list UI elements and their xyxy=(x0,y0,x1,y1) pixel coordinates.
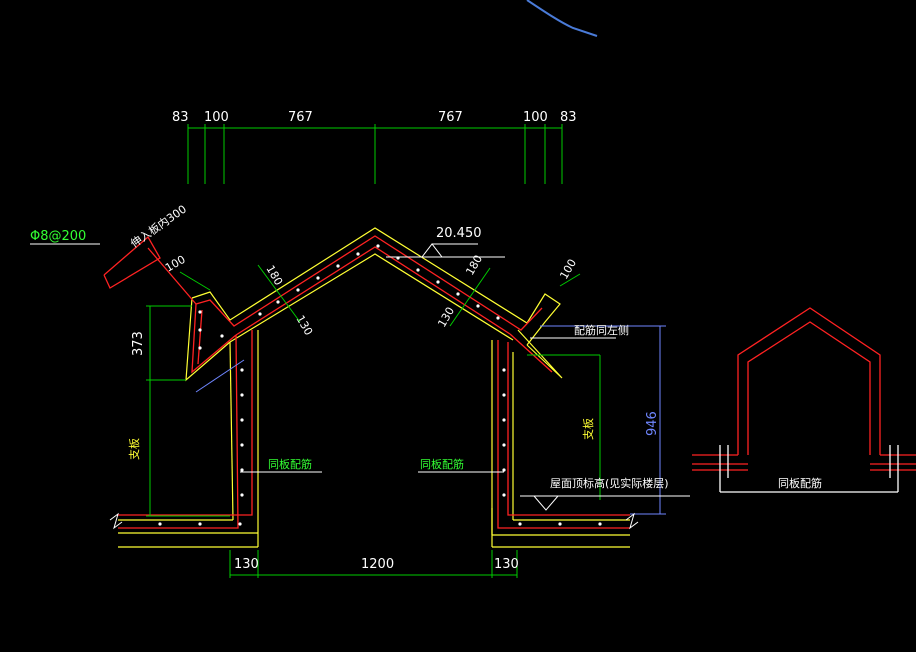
anchor-note-label: 伸入板内300 xyxy=(128,202,189,251)
left-wall-bar-label: 同板配筋 xyxy=(268,457,312,471)
schematic-detail xyxy=(692,307,916,493)
top-dim-5: 100 xyxy=(523,110,548,125)
left-height-dimension xyxy=(146,305,230,517)
bottom-dim-3: 130 xyxy=(494,557,519,572)
top-dim-1: 83 xyxy=(172,110,189,125)
right-vertical-note: 支板 xyxy=(581,418,595,440)
ridge-elevation-marker xyxy=(386,243,505,258)
left-vertical-note: 支板 xyxy=(127,438,141,460)
roof-level-label: 屋面顶标高(见实际楼层) xyxy=(550,476,669,490)
top-dim-6: 83 xyxy=(560,110,577,125)
left-eave-blue-dim xyxy=(195,359,245,393)
stray-line xyxy=(526,0,598,37)
section-outline xyxy=(118,227,630,548)
top-dim-3: 767 xyxy=(288,110,313,125)
left-eave-dim: 100 xyxy=(163,253,188,275)
top-dim-2: 100 xyxy=(204,110,229,125)
top-dim-4: 767 xyxy=(438,110,463,125)
right-height-dimension xyxy=(540,325,666,515)
left-slab-dim-a: 180 xyxy=(263,263,285,288)
left-height-label: 373 xyxy=(131,331,146,356)
right-label: 配筋同左侧 xyxy=(574,323,629,337)
right-vertical-guide xyxy=(527,354,601,500)
right-height-label: 946 xyxy=(645,411,660,436)
bottom-dim-1: 130 xyxy=(234,557,259,572)
right-slab-dim-b: 130 xyxy=(435,305,457,330)
slab-dim-ticks xyxy=(179,264,581,327)
top-dimension-chain xyxy=(187,124,563,184)
bottom-dim-2: 1200 xyxy=(361,557,394,572)
rebar-dots xyxy=(158,244,602,526)
schematic-label: 同板配筋 xyxy=(778,476,822,490)
rebar-spec-label: Φ8@200 xyxy=(30,229,86,244)
bottom-dimension-chain xyxy=(229,550,518,578)
center-bar-label: 同板配筋 xyxy=(420,457,464,471)
right-eave-dim: 100 xyxy=(557,257,579,282)
break-symbols xyxy=(109,512,639,530)
roof-level-marker xyxy=(520,495,690,511)
ridge-elevation-label: 20.450 xyxy=(436,226,482,241)
